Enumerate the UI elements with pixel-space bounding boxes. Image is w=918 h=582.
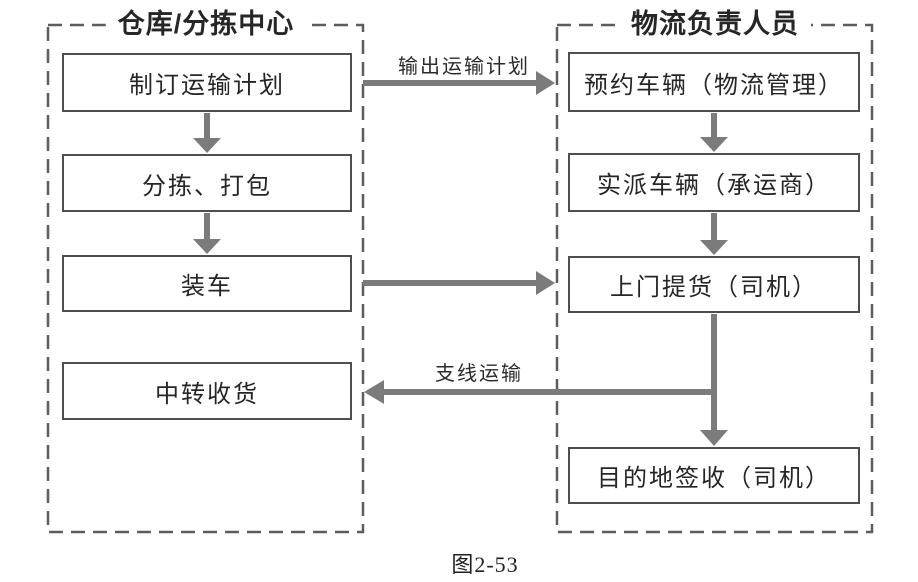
node-transit-receive: 中转收货 [62,362,352,420]
node-load-vehicle: 装车 [62,255,352,312]
edge-label-plan-output: 输出运输计划 [398,56,530,78]
arrow-load-to-pickup [363,271,555,295]
group-title-warehouse: 仓库/分拣中心 [105,9,307,40]
node-sort-pack: 分拣、打包 [62,154,352,212]
node-destination-signoff: 目的地签收（司机） [568,447,860,504]
group-title-logistics: 物流负责人员 [619,9,811,40]
node-door-pickup: 上门提货（司机） [568,256,860,313]
figure-caption: 图2-53 [451,552,519,577]
node-make-transport-plan: 制订运输计划 [62,53,352,112]
edge-label-branch-transport: 支线运输 [435,363,523,385]
node-dispatch-vehicle: 实派车辆（承运商） [568,153,860,212]
node-reserve-vehicle: 预约车辆（物流管理） [568,52,860,112]
